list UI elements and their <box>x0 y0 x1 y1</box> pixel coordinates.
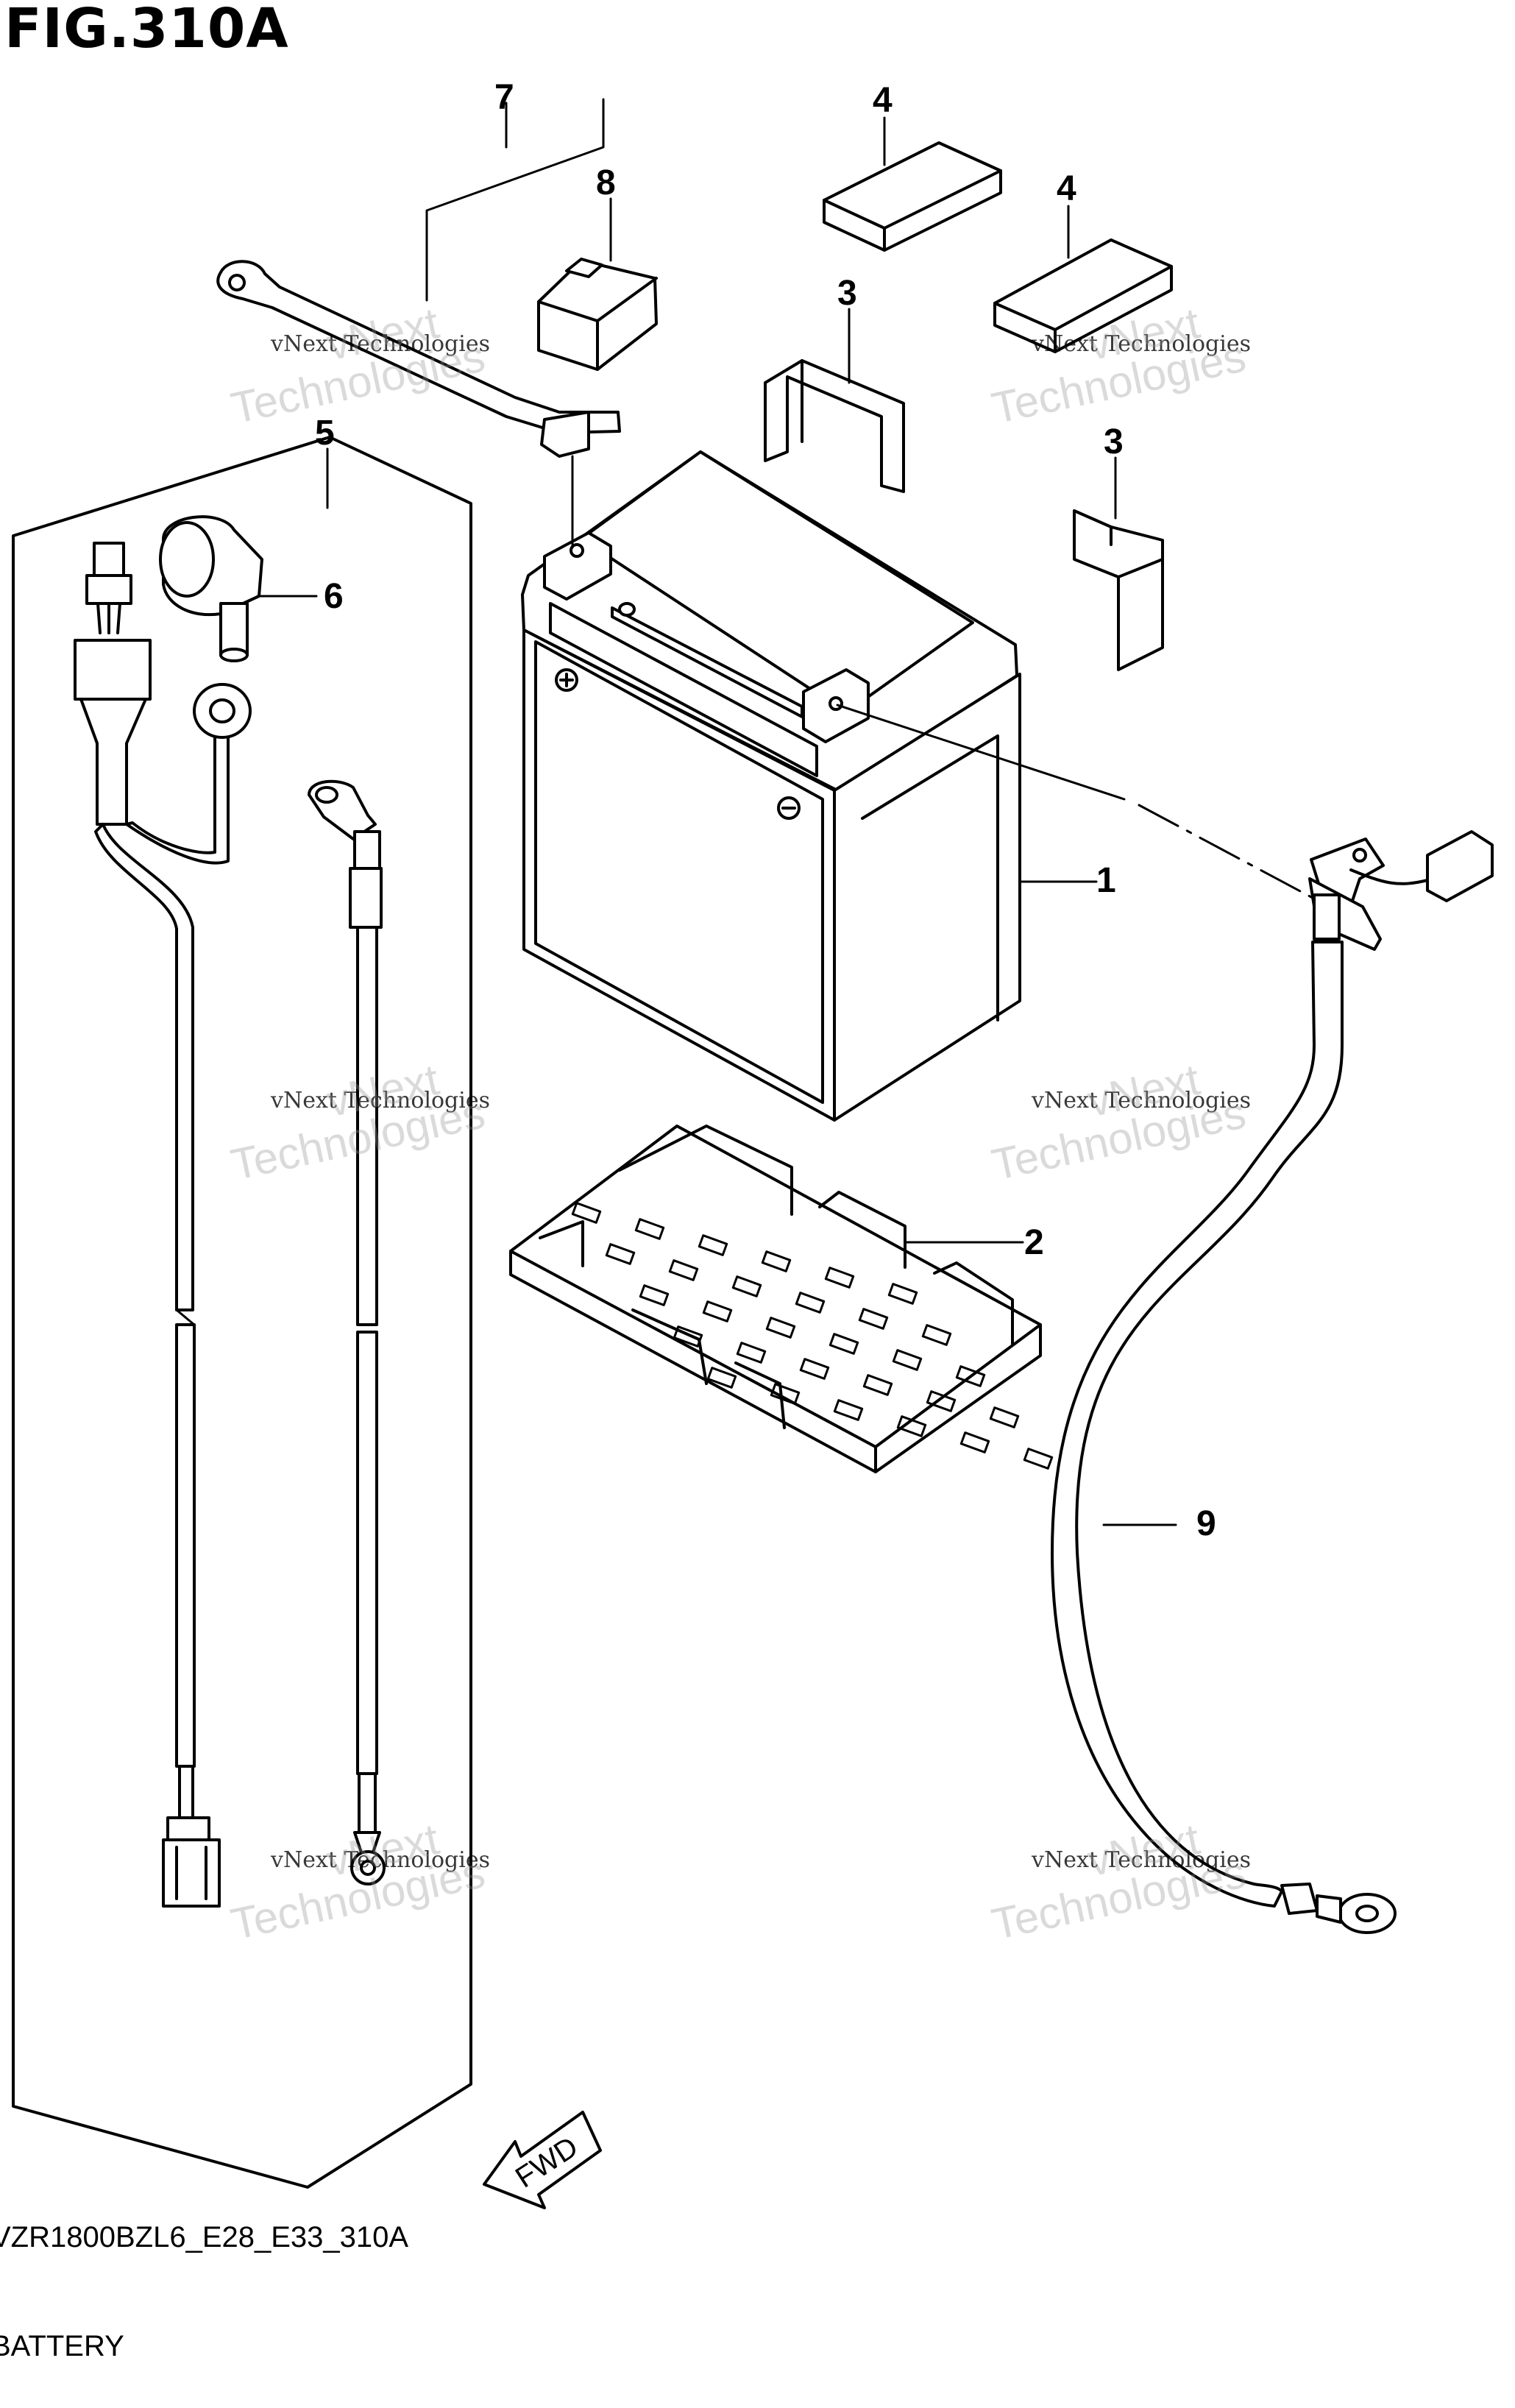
battery-tray <box>509 1125 1054 1473</box>
tray-slot <box>887 1283 918 1305</box>
tray-slot <box>892 1349 923 1371</box>
diagram-code: VZR1800BZL6_E28_E33_310A <box>0 2221 409 2253</box>
callout-6: 6 <box>324 577 344 616</box>
tray-slot <box>833 1399 864 1421</box>
callout-2: 2 <box>1024 1223 1044 1262</box>
callout-3b: 3 <box>1104 422 1124 461</box>
tray-slot <box>989 1406 1020 1428</box>
callout-5: 5 <box>315 414 335 453</box>
harness-panel-outline <box>12 436 472 2189</box>
tray-slot <box>571 1202 602 1224</box>
tray-slot <box>862 1374 893 1396</box>
tray-slot <box>765 1317 796 1339</box>
tray-slot <box>896 1415 927 1437</box>
forward-arrow: FWD <box>483 2111 602 2209</box>
tray-slot <box>731 1275 762 1297</box>
tray-slot <box>955 1365 986 1387</box>
tray-slot <box>824 1267 855 1289</box>
battery <box>521 450 1021 1122</box>
tray-slot <box>605 1243 636 1265</box>
positive-cable <box>216 260 621 458</box>
callout-8: 8 <box>596 163 616 202</box>
connector-harness <box>74 542 252 1908</box>
figure-title: FIG.310A <box>4 0 289 60</box>
tray-slot <box>795 1292 826 1314</box>
tray-slot <box>1023 1448 1054 1470</box>
callout-3a: 3 <box>837 274 857 313</box>
battery-pad-lower <box>993 238 1173 353</box>
callout-numbers: 7 8 4 4 3 3 5 6 1 2 9 <box>315 78 1216 1543</box>
callout-4b: 4 <box>1057 169 1076 208</box>
callout-1: 1 <box>1096 861 1116 900</box>
terminal-cap <box>159 515 263 662</box>
tray-slot <box>702 1300 733 1322</box>
callout-7: 7 <box>494 78 514 117</box>
tray-slot <box>799 1358 830 1380</box>
tray-slot <box>959 1431 990 1453</box>
tray-slot <box>829 1333 859 1355</box>
ground-cable <box>308 779 386 1885</box>
tray-slot <box>639 1284 670 1306</box>
tray-slot <box>770 1383 801 1405</box>
tray-slot <box>926 1390 957 1412</box>
tray-slot <box>761 1250 792 1272</box>
tray-slot <box>668 1259 699 1281</box>
tray-slot <box>858 1308 889 1330</box>
callout-4a: 4 <box>873 81 893 120</box>
terminal-cover <box>537 258 658 371</box>
battery-pad-upper <box>823 141 1002 252</box>
battery-spacer-lower <box>1073 509 1164 671</box>
tray-slot <box>673 1325 703 1348</box>
battery-spacer-upper <box>764 359 905 493</box>
tray-slot <box>921 1324 952 1346</box>
tray-slot <box>634 1218 665 1240</box>
callout-9: 9 <box>1196 1504 1216 1543</box>
leader-lines <box>256 98 1314 1526</box>
tray-slot <box>706 1367 737 1389</box>
tray-slot <box>736 1342 767 1364</box>
tray-slot <box>698 1234 728 1256</box>
diagram-caption: BATTERY <box>0 2330 124 2362</box>
negative-cable <box>1051 830 1494 1934</box>
